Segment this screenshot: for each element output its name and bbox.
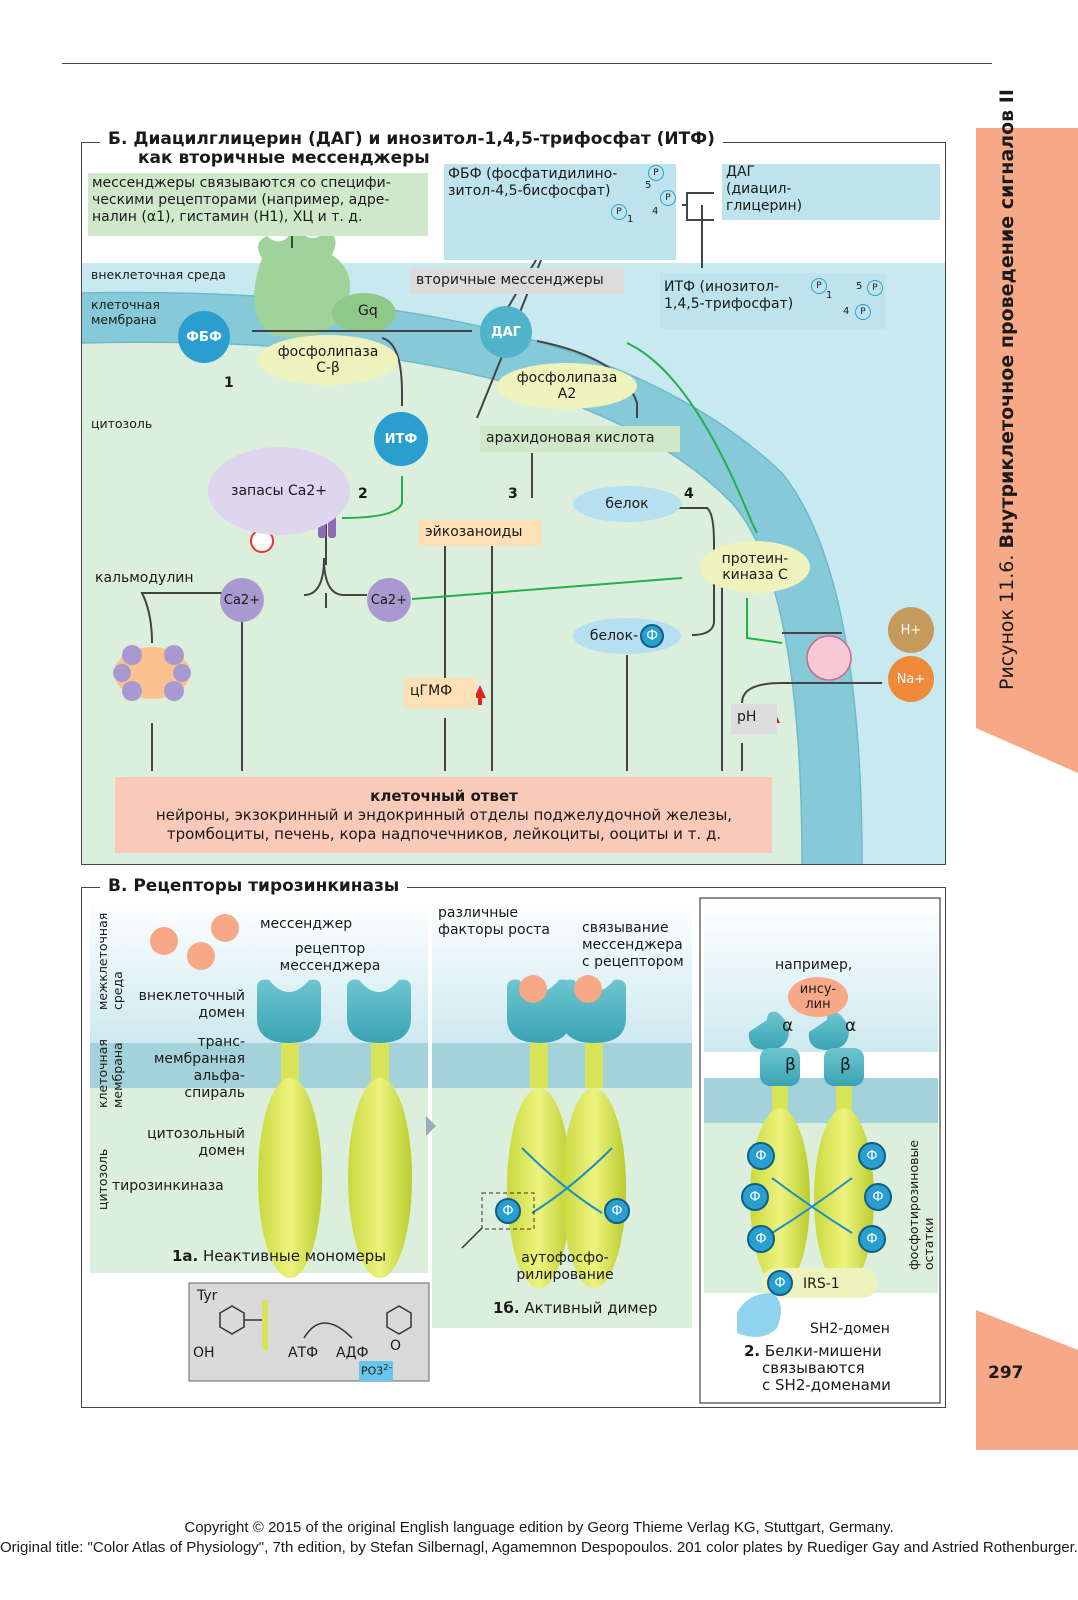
tk-label: тирозинкиназа <box>112 1178 224 1194</box>
alpha-label: α <box>845 1016 857 1036</box>
adf-label: АДФ <box>336 1345 369 1361</box>
ring-number: 4 <box>652 206 659 217</box>
ca-ion: Ca2+ <box>367 578 411 622</box>
ca-ion: Ca2+ <box>220 578 264 622</box>
copyright: Copyright © 2015 of the original English… <box>0 1519 1078 1556</box>
messenger-ball <box>574 975 602 1003</box>
side-tab <box>976 128 1078 773</box>
phosphoprotein: белок-Ф <box>573 618 681 654</box>
p-marker: P <box>660 190 676 206</box>
insulin: инсу-лин <box>788 977 848 1017</box>
caption-2: 2. Белки-мишени связываются с SH2-домена… <box>744 1342 891 1394</box>
messenger-ball <box>519 975 547 1003</box>
oh-label: OH <box>193 1345 215 1361</box>
step-3: 3 <box>508 486 518 502</box>
panel-c-title: В. Рецепторы тирозинкиназы <box>100 877 408 896</box>
messenger-ball <box>187 942 215 970</box>
p-marker: P <box>811 278 827 294</box>
ring-number: 5 <box>645 180 652 191</box>
p-marker: P <box>867 280 883 296</box>
ring-number: 1 <box>627 214 634 225</box>
itf-structure-box: ИТФ (инозитол- 1,4,5-трифосфат) <box>660 273 885 329</box>
step-1: 1 <box>224 375 234 391</box>
example-label: например, <box>775 957 853 973</box>
phospho-marker: Ф <box>747 1225 775 1253</box>
eicosanoids-box: эйкозаноиды <box>419 520 541 546</box>
cell-response: клеточный ответ нейроны, экзокринный и э… <box>155 787 733 843</box>
irs1-label: IRS-1 <box>803 1276 840 1292</box>
phospho-marker: Ф <box>495 1198 521 1224</box>
ph-box: pH <box>731 704 777 734</box>
h-ion: H+ <box>888 607 934 653</box>
o-label: O <box>390 1338 402 1354</box>
calmodulin-label: кальмодулин <box>95 570 194 586</box>
top-rule <box>62 63 992 64</box>
dag-structure-box: ДАГ (диацил- глицерин) <box>722 164 940 220</box>
step-2: 2 <box>358 486 368 502</box>
atf-label: АТФ <box>288 1345 319 1361</box>
phosphate-box: PO32– <box>359 1361 393 1381</box>
tyr-label: Tyr <box>197 1288 218 1304</box>
pbf-structure-box: ФБФ (фосфатидилино- зитол-4,5-бисфосфат) <box>444 164 676 260</box>
page-tab <box>976 1310 1078 1450</box>
second-messengers-box: вторичные мессенджеры <box>410 268 624 294</box>
ring-number: 5 <box>856 281 863 292</box>
itf-molecule: ИТФ <box>374 412 428 466</box>
phospho-marker: Ф <box>767 1270 793 1296</box>
phospho-marker: Ф <box>604 1198 630 1224</box>
figure-caption: Рисунок 11.6. Внутриклеточное проведение… <box>996 89 1018 690</box>
ca-stores: запасы Ca2+ <box>208 447 350 535</box>
extracellular-label: внеклеточная среда <box>91 267 226 282</box>
phospho-marker: Ф <box>741 1183 769 1211</box>
step-4: 4 <box>684 486 694 502</box>
gq-label: Gq <box>358 303 378 319</box>
p-marker: P <box>611 204 627 220</box>
messenger-label: мессенджер <box>260 916 353 932</box>
intro-box: мессенджеры связываются со специфи- ческ… <box>88 173 428 236</box>
arachidonic-box: арахидоновая кислота <box>480 426 680 452</box>
autophos-label: аутофосфо-рилирование <box>516 1250 614 1283</box>
ring-number: 1 <box>826 290 833 301</box>
ring-number: 4 <box>843 306 850 317</box>
cgmp-box: цГМФ <box>404 678 476 708</box>
phospho-marker: Ф <box>864 1183 892 1211</box>
page-number: 297 <box>988 1363 1024 1383</box>
pkc-enzyme: протеин-киназа С <box>700 541 810 593</box>
phospho-marker: Ф <box>747 1142 775 1170</box>
cytosol-label: цитозоль <box>91 416 153 431</box>
protein-substrate: белок <box>573 486 681 522</box>
caption-1b: 1б. Активный димер <box>493 1299 658 1317</box>
dag-molecule: ДАГ <box>480 306 532 358</box>
pbf-molecule: ФБФ <box>178 311 230 363</box>
beta-label: β <box>785 1055 796 1075</box>
panel-b-title: Б. Диацилглицерин (ДАГ) и инозитол-1,4,5… <box>100 130 723 168</box>
alpha-label: α <box>782 1016 794 1036</box>
phospho-marker: Ф <box>858 1142 886 1170</box>
p-marker: P <box>855 304 871 320</box>
beta-label: β <box>840 1055 851 1075</box>
side-label-cytosol: цитозоль <box>95 1148 110 1210</box>
na-ion: Na+ <box>888 656 934 702</box>
sh2-label: SH2-домен <box>810 1321 890 1337</box>
caption-1a: 1а. Неактивные мономеры <box>172 1247 387 1265</box>
messenger-ball <box>150 927 178 955</box>
messenger-ball <box>211 914 239 942</box>
p-marker: P <box>648 165 664 181</box>
phospho-marker: Ф <box>858 1225 886 1253</box>
